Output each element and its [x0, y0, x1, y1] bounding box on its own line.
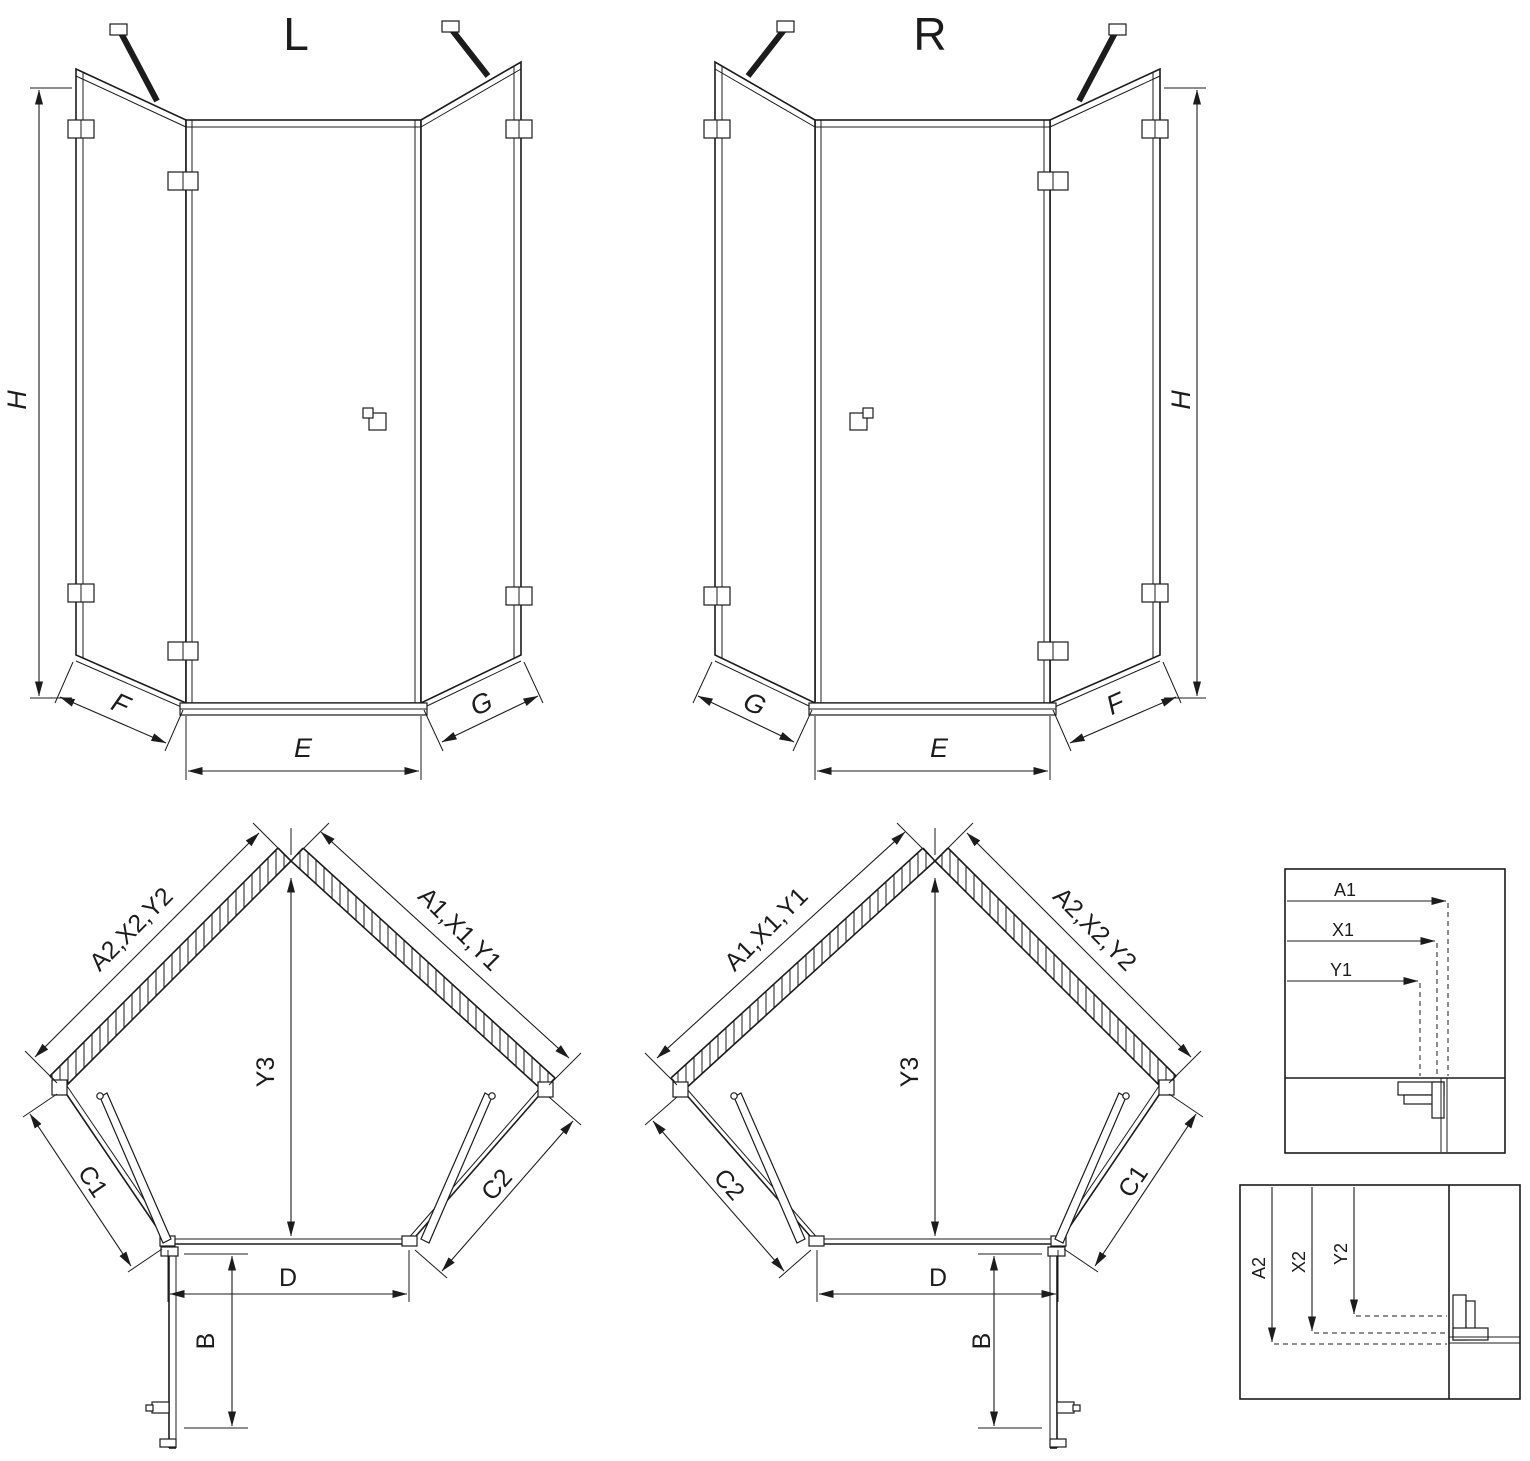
- detail-label-x1: X1: [1332, 920, 1354, 940]
- view-title-right: R: [913, 8, 946, 60]
- dim-label-e-right: E: [930, 733, 949, 763]
- dim-label-height-right: H: [1166, 390, 1196, 410]
- plan-right-geometry: [645, 823, 1203, 1448]
- plan-label-glass-right-l: C2: [476, 1164, 518, 1206]
- detail-label-a1: A1: [1334, 880, 1356, 900]
- detail-frame: [1239, 1184, 1521, 1400]
- dim-label-f-left: F: [107, 687, 136, 722]
- detail-label-x2: X2: [1289, 1251, 1309, 1273]
- plan-label-glass-left-r: C2: [708, 1164, 750, 1206]
- dim-label-g-left: G: [466, 686, 497, 722]
- elevation-right-geometry: [693, 21, 1206, 780]
- elevation-right-labels: R H G E F: [739, 8, 1196, 763]
- plan-label-door-width-l: D: [279, 1264, 297, 1292]
- plan-label-depth-l: Y3: [252, 1057, 280, 1088]
- plan-label-depth-r: Y3: [896, 1057, 924, 1088]
- detail-box-horizontal: A1 X1 Y1: [1284, 868, 1506, 1154]
- detail-box-vertical: A2 X2 Y2: [1239, 1184, 1521, 1400]
- detail-label-a2: A2: [1249, 1257, 1269, 1279]
- detail-label-y2: Y2: [1331, 1243, 1351, 1265]
- plan-label-glass-left-l: C1: [72, 1160, 113, 1202]
- plan-right-labels: A1,X1,Y1 A2,X2,Y2 Y3 C2 C1 D B: [708, 882, 1154, 1349]
- plan-label-door-open-r: B: [968, 1333, 996, 1350]
- plan-label-door-open-l: B: [192, 1333, 220, 1350]
- plan-label-door-width-r: D: [929, 1264, 947, 1292]
- mount-profile: [1397, 1078, 1448, 1152]
- dim-label-f-right: F: [1102, 686, 1131, 721]
- dim-label-height-left: H: [2, 390, 32, 410]
- detail-frame: [1284, 868, 1506, 1154]
- view-title-left: L: [283, 8, 309, 60]
- plan-label-glass-right-r: C1: [1113, 1160, 1154, 1202]
- mount-profile: [1449, 1294, 1520, 1344]
- elevation-left-geometry: [30, 21, 543, 780]
- plan-left-geometry: [23, 823, 581, 1448]
- detail-label-y1: Y1: [1330, 960, 1352, 980]
- dim-label-g-right: G: [739, 686, 770, 722]
- dim-label-e-left: E: [294, 733, 313, 763]
- plan-left-labels: A2,X2,Y2 A1,X1,Y1 Y3 C1 C2 D B: [72, 882, 518, 1349]
